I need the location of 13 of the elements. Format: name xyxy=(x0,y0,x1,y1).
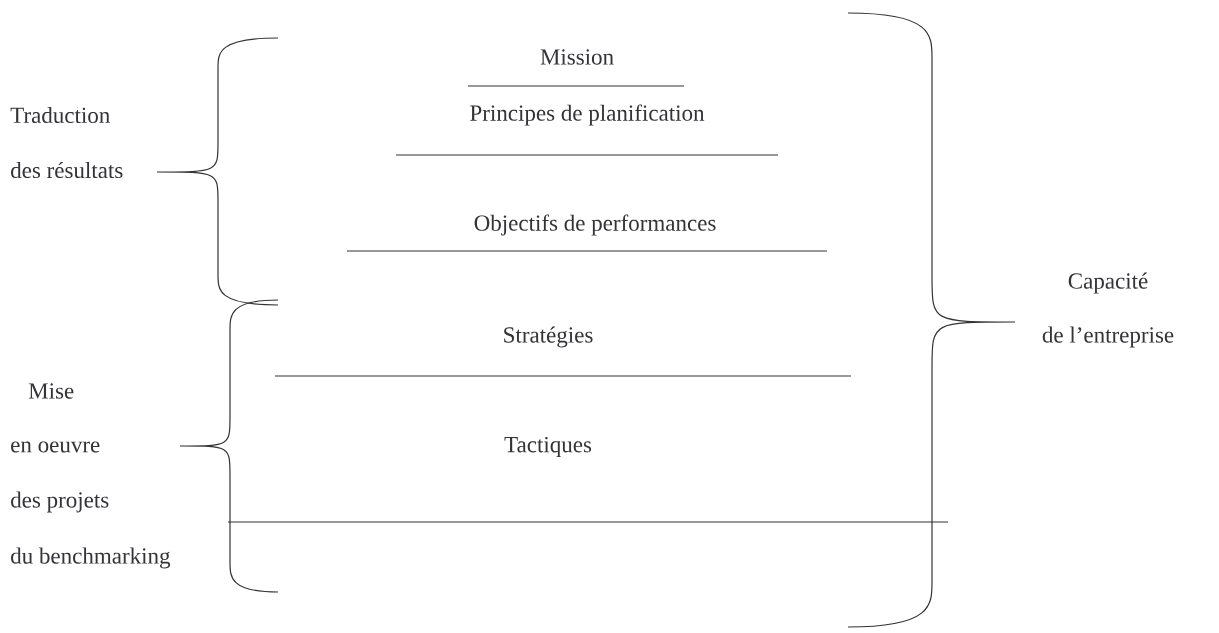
text-label: du benchmarking xyxy=(11,547,171,569)
text-label: des résultats xyxy=(11,161,123,179)
text-label: Capacité xyxy=(1068,272,1148,294)
text-label: de l’entreprise xyxy=(1042,326,1174,348)
text-label: des projets xyxy=(11,491,109,513)
text-label: en oeuvre xyxy=(11,441,100,453)
text-label: Traduction xyxy=(10,106,110,124)
text-label: Objectifs de performances xyxy=(474,214,716,236)
text-label: Mission xyxy=(540,49,614,65)
text-label: Stratégies xyxy=(504,326,593,348)
text-label: Mise xyxy=(28,383,74,399)
text-label: Tactiques xyxy=(504,436,592,458)
text-label: Principes de planification xyxy=(470,104,705,126)
